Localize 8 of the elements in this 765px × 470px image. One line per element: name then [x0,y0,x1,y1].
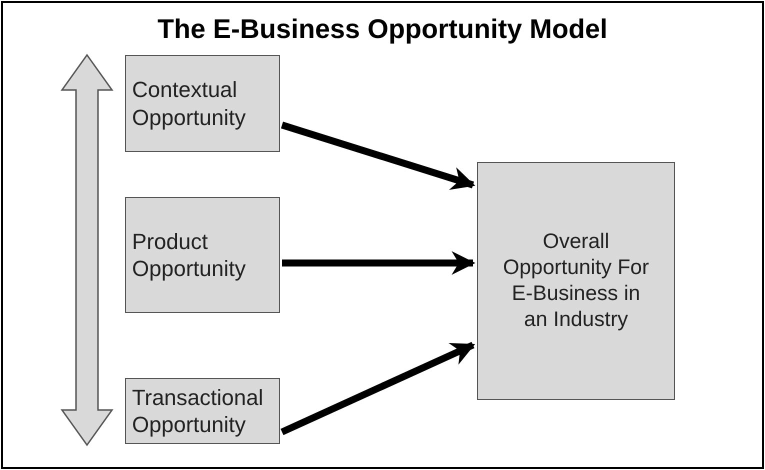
arrow [280,342,476,436]
process-box: Contextual Opportunity [125,55,280,152]
process-box: Transactional Opportunity [125,378,280,444]
process-box: Product Opportunity [125,197,280,313]
arrow [280,122,476,190]
diagram-title: The E-Business Opportunity Model [156,14,609,45]
process-box: Overall Opportunity For E-Business in an Industry [477,162,675,400]
arrow [282,251,476,275]
